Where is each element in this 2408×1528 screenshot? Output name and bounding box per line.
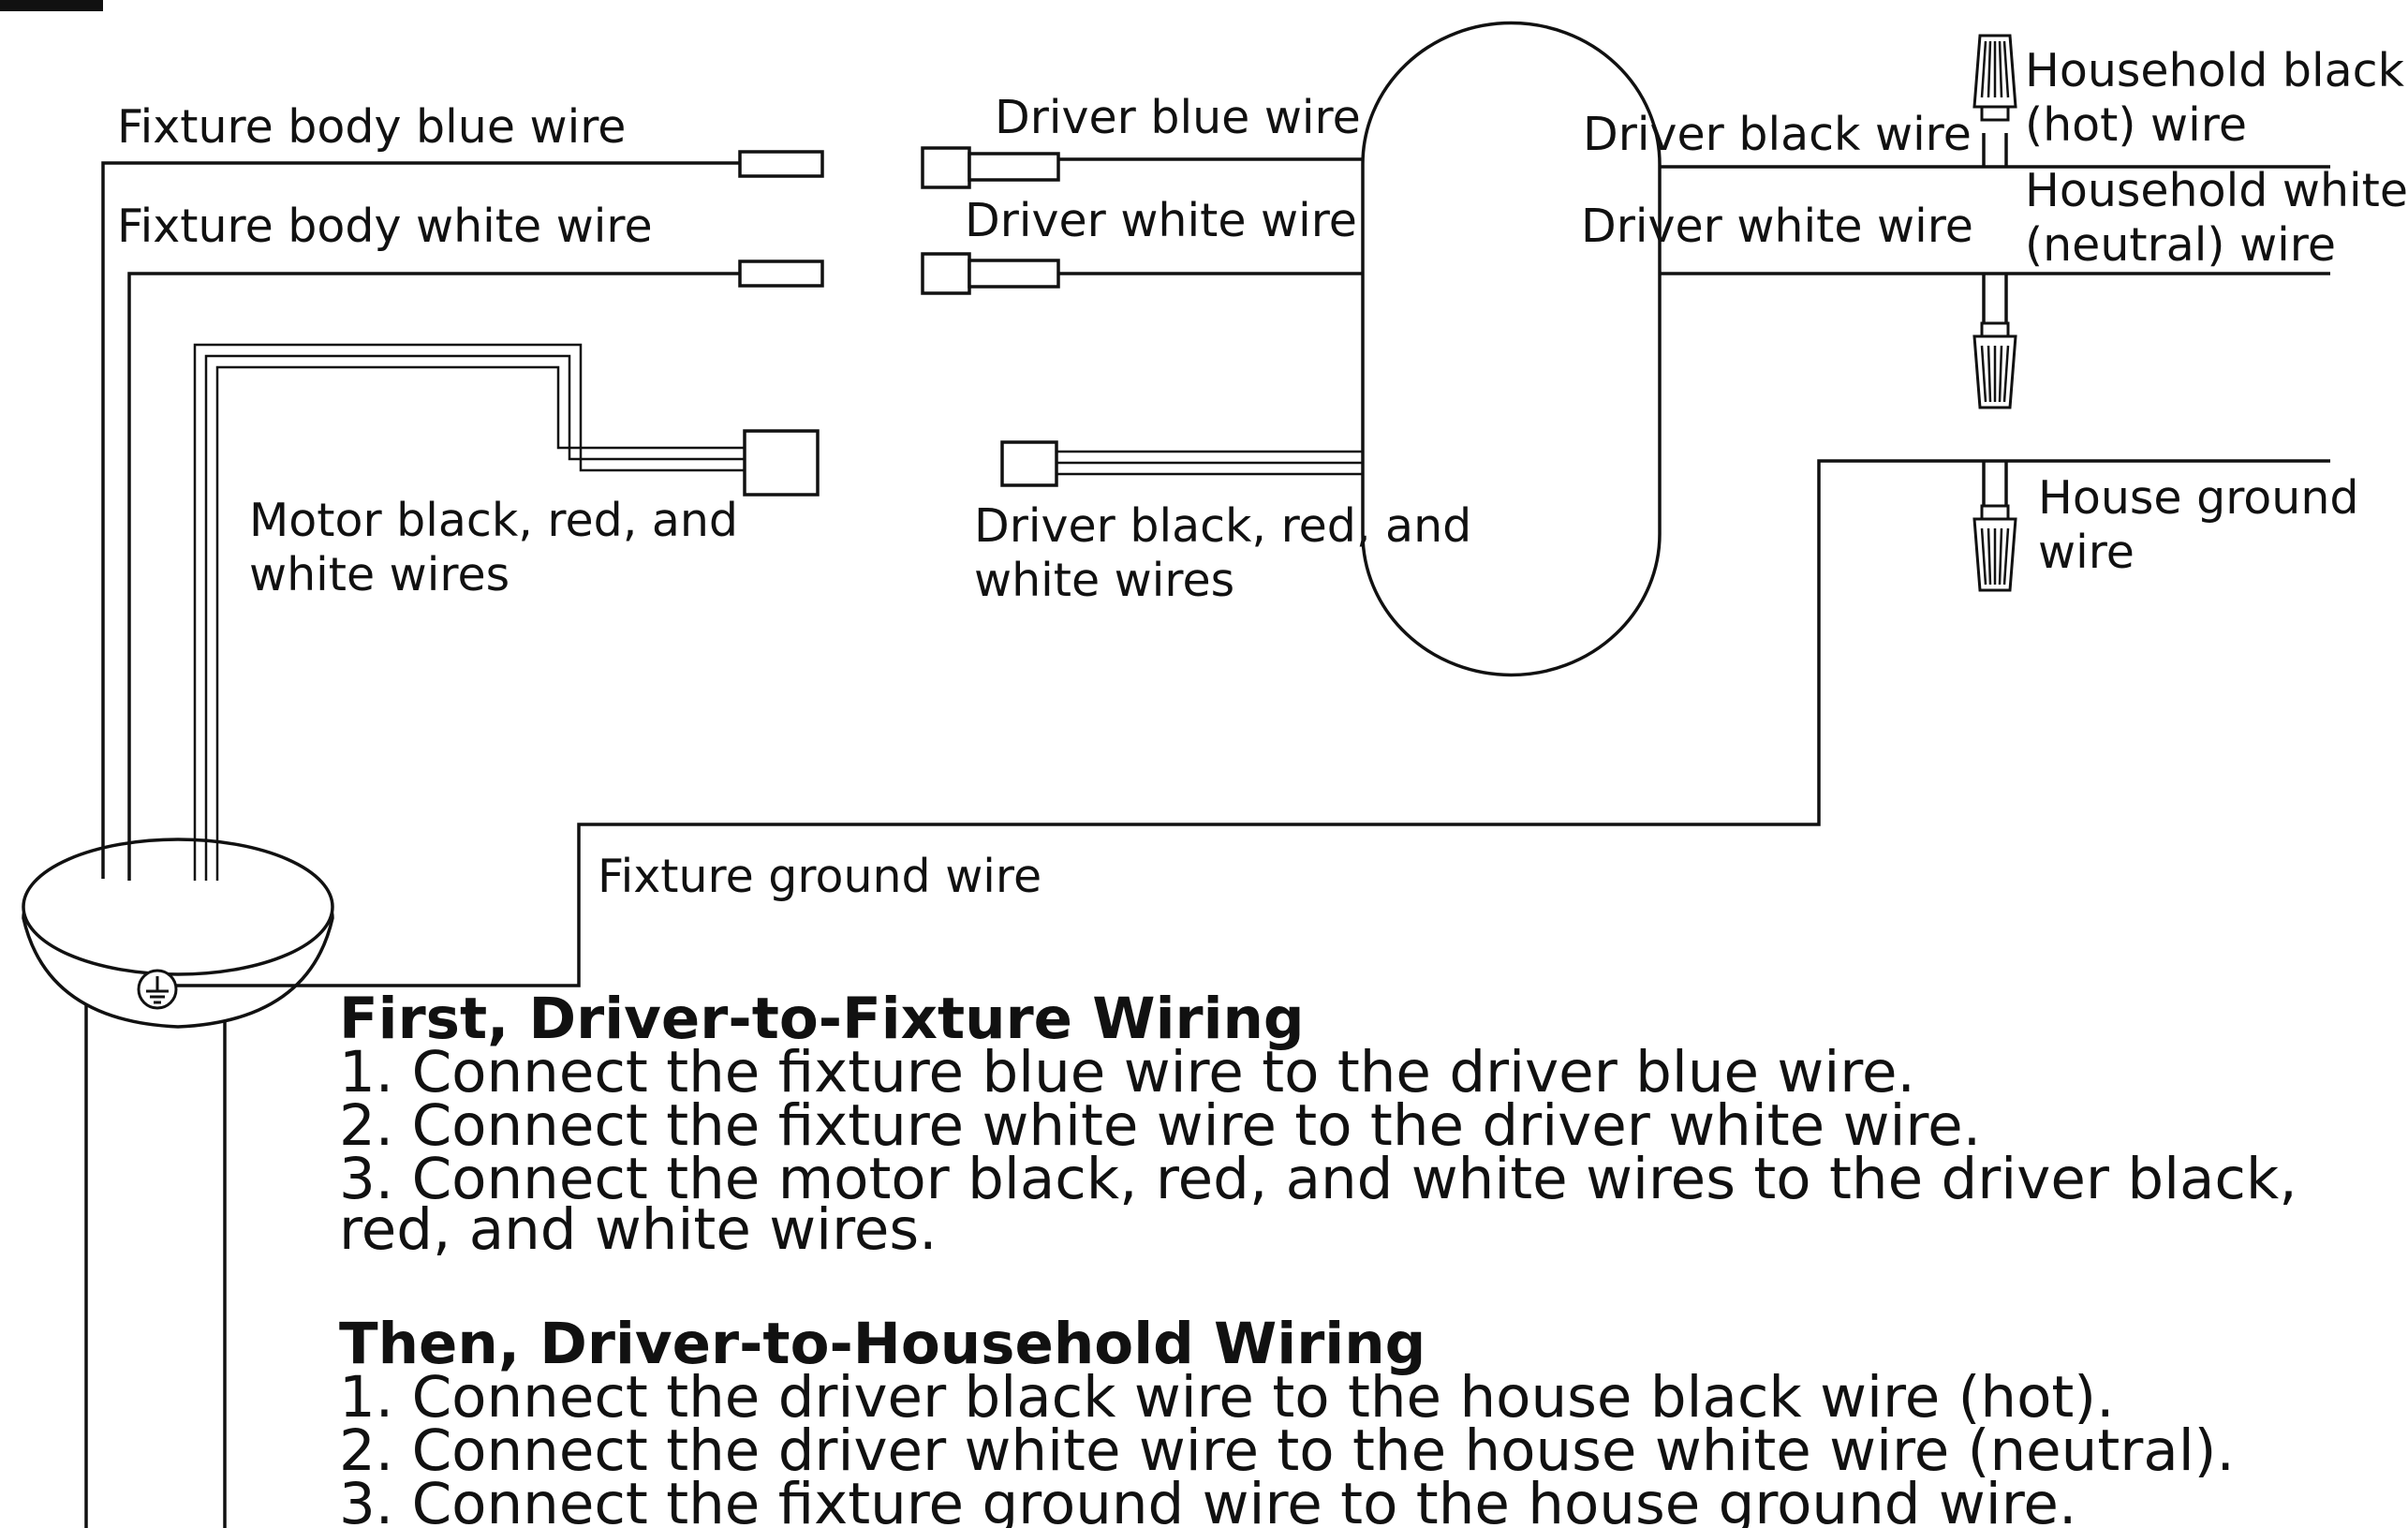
wire-nut-icon (1972, 504, 2017, 592)
motor-wire-bundle (193, 343, 745, 881)
instructions-first-step-3-cont: red, and white wires. (339, 1196, 938, 1263)
ground-symbol-icon (137, 969, 178, 1010)
label-fixture-body-blue: Fixture body blue wire (117, 100, 626, 154)
driver-brw-bundle (1056, 450, 1363, 476)
driver-brw-connector (1000, 440, 1058, 487)
fixture-white-wire (127, 272, 740, 881)
label-house-ground-2: wire (2038, 526, 2135, 579)
instructions-then-step-2: 2. Connect the driver white wire to the … (339, 1417, 2235, 1484)
driver-box (1361, 21, 1662, 677)
wire-nut-icon (1972, 321, 2017, 409)
label-household-black-2: (hot) wire (2025, 98, 2247, 152)
label-driver-black: Driver black wire (1583, 108, 1972, 161)
fixture-body (22, 838, 334, 1528)
label-household-white-1: Household white (2025, 164, 2408, 217)
label-driver-white-right: Driver white wire (1581, 200, 1973, 253)
label-household-black-1: Household black (2025, 44, 2405, 97)
fixture-blue-connector (738, 150, 824, 178)
label-driver-brw-2: white wires (974, 554, 1234, 607)
label-motor-wires-2: white wires (249, 548, 510, 601)
fixture-white-connector (738, 260, 824, 288)
label-fixture-body-white: Fixture body white wire (117, 200, 653, 253)
label-driver-blue: Driver blue wire (995, 91, 1361, 144)
fixture-blue-wire (101, 161, 740, 879)
motor-connector (743, 429, 820, 497)
driver-white-connector (921, 252, 971, 295)
fixture-ground-wire (176, 459, 2330, 987)
instructions-first-step-1: 1. Connect the fixture blue wire to the … (339, 1039, 1915, 1105)
label-motor-wires-1: Motor black, red, and (249, 494, 738, 547)
instructions-first-step-2: 2. Connect the fixture white wire to the… (339, 1092, 1981, 1159)
label-household-white-2: (neutral) wire (2025, 218, 2336, 272)
wire-nut-icon (1972, 34, 2017, 122)
label-driver-white-left: Driver white wire (965, 194, 1357, 247)
instructions-then-step-1: 1. Connect the driver black wire to the … (339, 1364, 2115, 1431)
instructions-first-heading: First, Driver-to-Fixture Wiring (339, 986, 1305, 1052)
instructions-then-heading: Then, Driver-to-Household Wiring (339, 1311, 1426, 1377)
instructions: First, Driver-to-Fixture Wiring 1. Conne… (339, 986, 2297, 1528)
corner-tab (0, 0, 103, 11)
instructions-then-step-3: 3. Connect the fixture ground wire to th… (339, 1471, 2076, 1528)
label-fixture-ground: Fixture ground wire (598, 850, 1041, 903)
label-house-ground-1: House ground (2038, 471, 2359, 525)
instructions-first-step-3: 3. Connect the motor black, red, and whi… (339, 1146, 2297, 1212)
driver-blue-connector (921, 146, 971, 189)
label-driver-brw-1: Driver black, red, and (974, 499, 1471, 553)
